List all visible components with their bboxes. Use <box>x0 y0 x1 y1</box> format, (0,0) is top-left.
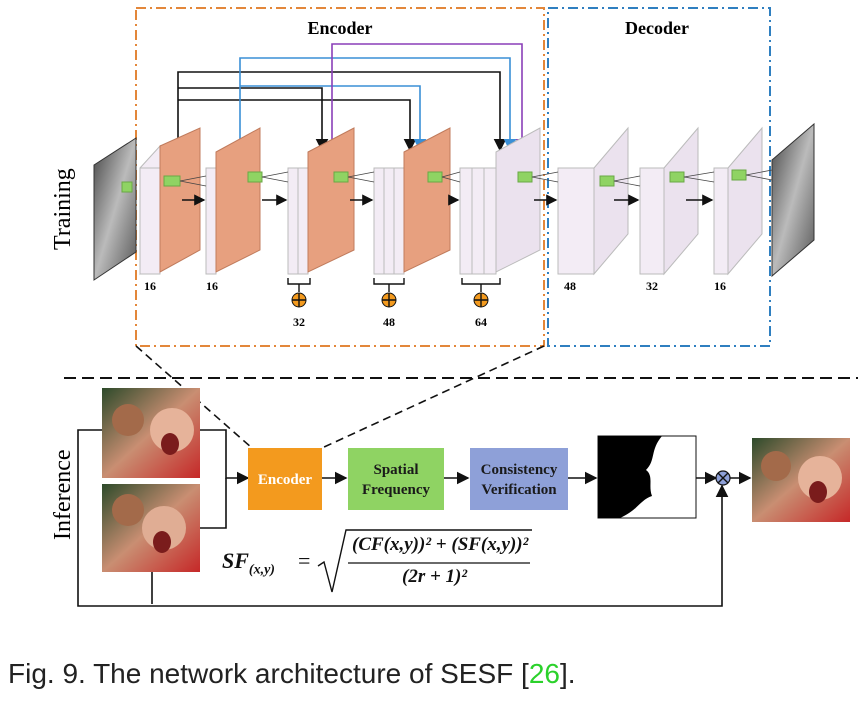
channel-label-enc-2: 16 <box>206 279 218 293</box>
encoder-title: Encoder <box>308 18 373 38</box>
multiply-icon <box>715 470 731 486</box>
encoder-block <box>248 448 322 510</box>
citation-link[interactable]: 26 <box>528 658 560 689</box>
consistency-verification-label-1: Consistency <box>481 462 558 478</box>
channel-label-concat-32: 32 <box>293 315 305 329</box>
concat-brackets <box>287 278 501 292</box>
training-label: Training <box>50 168 76 250</box>
channel-label-concat-48: 48 <box>383 315 395 329</box>
source-image-a <box>102 388 200 478</box>
spatial-frequency-label-2: Frequency <box>362 482 431 498</box>
consistency-verification-label-2: Verification <box>481 482 557 498</box>
consistency-verification-block <box>470 448 568 510</box>
formula-equals: = <box>298 548 311 573</box>
training-input-image <box>93 137 137 281</box>
decoder-title: Decoder <box>625 18 689 38</box>
inference-label: Inference <box>50 449 76 540</box>
encoder-layers <box>139 127 541 276</box>
convolution-kernels <box>121 169 747 193</box>
formula-numerator: (CF(x,y))² + (SF(x,y))² <box>352 534 529 555</box>
spatial-frequency-block <box>348 448 444 510</box>
skip-connections <box>177 43 529 152</box>
decoder-layers <box>557 126 763 276</box>
sf-formula: SF(x,y) = (CF(x,y))² + (SF(x,y))² (2r + … <box>212 528 542 594</box>
encoder-block-label: Encoder <box>258 472 313 488</box>
fused-result-image <box>752 438 850 522</box>
training-output-image <box>771 122 815 278</box>
kernel-lines <box>179 169 773 187</box>
source-image-b <box>102 484 200 572</box>
inference-wiring <box>77 429 752 607</box>
spatial-frequency-label-1: Spatial <box>373 462 418 478</box>
figure-caption: Fig. 9. The network architecture of SESF… <box>8 658 576 689</box>
formula-lhs: SF(x,y) <box>222 548 275 578</box>
concat-icons <box>291 292 489 308</box>
channel-label-enc-1: 16 <box>144 279 156 293</box>
network-architecture-diagram: Encoder Decoder Training <box>50 7 858 607</box>
channel-label-concat-64: 64 <box>475 315 487 329</box>
channel-label-dec-2: 32 <box>646 279 658 293</box>
channel-label-dec-1: 48 <box>564 279 576 293</box>
zoom-lines <box>135 345 545 449</box>
formula-radical <box>317 529 532 593</box>
channel-label-dec-3: 16 <box>714 279 726 293</box>
formula-denominator: (2r + 1)² <box>402 566 468 587</box>
decision-map <box>597 435 697 519</box>
